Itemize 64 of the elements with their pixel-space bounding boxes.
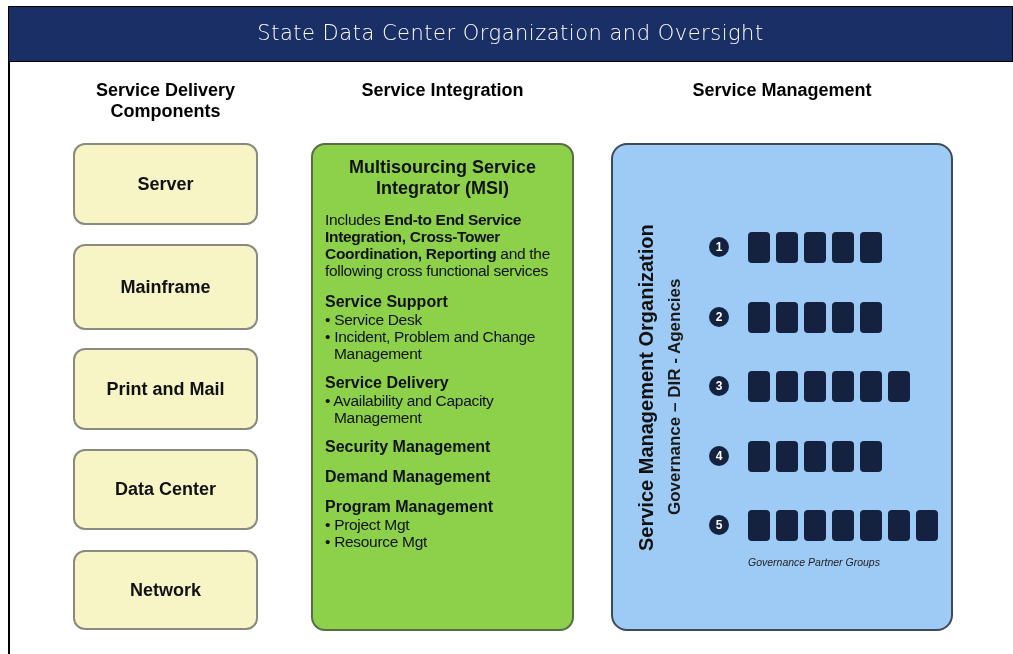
partner-group-block [748,510,770,541]
component-label: Print and Mail [106,377,225,401]
column-heading: Service Management [691,80,873,101]
partner-group-block [860,510,882,541]
msi-panel [311,143,574,631]
partner-group-block [776,510,798,541]
partner-group-block [748,440,770,472]
partner-group-block [776,232,798,263]
partner-group-block [776,301,798,333]
component-box [73,550,258,630]
partner-group-block [748,371,770,402]
vertical-subheading: Governance – DIR - Agencies [665,277,684,515]
partner-group-block [832,371,854,402]
partner-group-block [832,510,854,541]
partner-group-block [888,371,910,402]
component-label: Network [130,578,201,602]
partner-group-block [860,440,882,472]
section-heading: Demand Management [325,468,492,486]
column-heading: Service Delivery Components [94,80,237,122]
number-badge: 4 [709,445,729,466]
bullet-item: • Project Mgt [325,516,411,533]
bullet-item: • Resource Mgt [325,533,428,550]
number-badge: 1 [709,237,729,257]
partner-group-block [776,440,798,472]
partner-group-block [832,440,854,472]
component-label: Data Center [115,478,216,501]
component-box [73,449,258,530]
component-box [73,143,258,225]
partner-group-block [804,510,826,541]
section-heading: Program Management [325,498,495,516]
partner-group-block [776,371,798,402]
component-box [73,244,258,330]
partner-group-block [804,371,826,402]
group-caption: Governance Partner Groups [748,555,880,570]
management-panel [611,143,953,631]
column-heading: Service Integration [360,80,525,101]
component-box [73,348,258,430]
bullet-item: • Service Desk [325,311,423,328]
number-badge: 3 [709,376,729,396]
number-badge: 5 [709,515,729,535]
partner-group-block [916,510,938,541]
partner-group-block [860,371,882,402]
component-label: Server [137,172,194,196]
partner-group-block [748,232,770,263]
section-heading: Service Support [325,293,449,311]
partner-group-block [888,510,910,541]
bullet-item: • Availability and Capacity Management [325,392,495,426]
description: Includes End-to End Service Integration, Cross-Tower Coordination, Reporting and the following cross functional services [325,211,551,279]
title: State Data Center Organization and Oversight [257,20,764,48]
bullet-item: • Incident, Problem and Change Management [325,328,537,362]
section-heading: Security Management [325,438,492,456]
section-heading: Service Delivery [325,374,450,392]
vertical-heading: Service Management Organization [635,223,657,551]
partner-group-block [832,232,854,263]
partner-group-block [860,301,882,333]
partner-group-block [804,232,826,263]
partner-group-block [804,440,826,472]
partner-group-block [748,301,770,333]
partner-group-block [860,232,882,263]
component-label: Mainframe [120,275,211,299]
panel-heading: Multisourcing Service Integrator (MSI) [347,157,538,199]
partner-group-block [804,301,826,333]
partner-group-block [832,301,854,333]
number-badge: 2 [709,306,729,327]
